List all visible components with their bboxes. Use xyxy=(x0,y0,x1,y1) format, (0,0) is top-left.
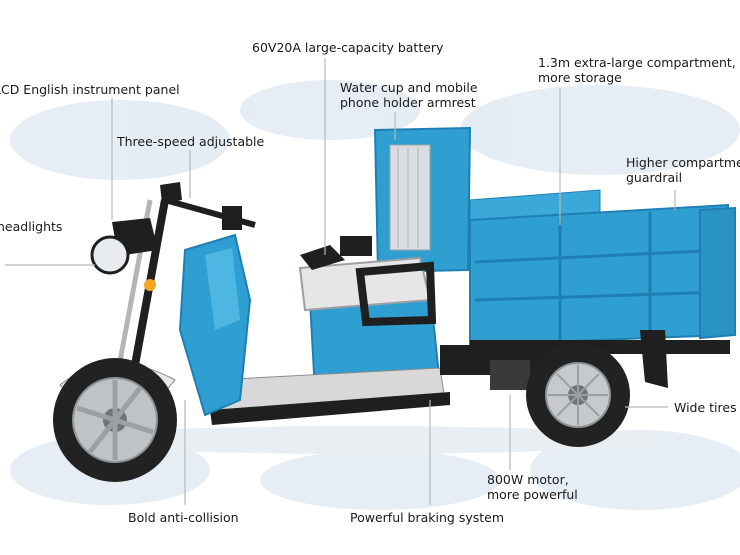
front-fairing xyxy=(178,233,252,417)
seat-and-body xyxy=(298,236,442,394)
callout-lcd-panel: LCD English instrument panel xyxy=(0,82,180,97)
cargo-box xyxy=(373,126,736,354)
callout-braking: Powerful braking system xyxy=(350,510,505,525)
floorboard xyxy=(210,367,450,425)
callout-battery: 60V20A large-capacity battery xyxy=(252,40,444,55)
callout-wide-tires: Wide tires xyxy=(674,400,737,415)
callout-armrest: Water cup and mobile phone holder armres… xyxy=(340,80,478,110)
callout-lines xyxy=(5,58,676,505)
callout-anti-collision: Bold anti-collision xyxy=(128,510,239,525)
callout-three-speed: Three-speed adjustable xyxy=(117,134,265,149)
callout-compartment: 1.3m extra-large compartment, more stora… xyxy=(538,55,736,85)
callout-guardrail: Higher compartment guardrail xyxy=(626,155,740,185)
callout-motor: 800W motor, more powerful xyxy=(487,472,578,502)
rear-wheel xyxy=(526,343,630,447)
front-wheel xyxy=(53,358,177,482)
callout-headlights: headlights xyxy=(0,219,63,234)
